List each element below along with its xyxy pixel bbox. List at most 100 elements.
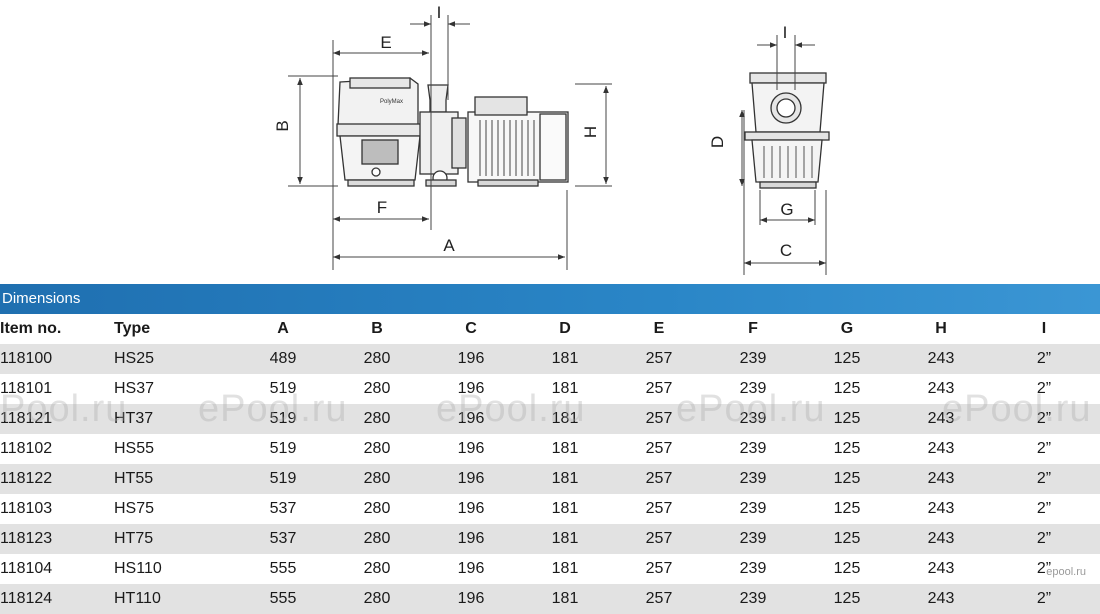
dim-label-f: F bbox=[377, 198, 387, 217]
table-cell: 243 bbox=[894, 494, 988, 524]
table-cell: HS25 bbox=[108, 344, 236, 374]
table-cell: 196 bbox=[424, 434, 518, 464]
column-header-i: I bbox=[988, 314, 1100, 344]
table-cell: 2” bbox=[988, 464, 1100, 494]
corner-logo: epool.ru bbox=[1046, 566, 1086, 578]
table-cell: 280 bbox=[330, 404, 424, 434]
table-cell: 239 bbox=[706, 404, 800, 434]
table-cell: 181 bbox=[518, 404, 612, 434]
table-cell: 125 bbox=[800, 524, 894, 554]
table-cell: 181 bbox=[518, 494, 612, 524]
table-cell: 280 bbox=[330, 584, 424, 614]
dim-label-a: A bbox=[443, 236, 455, 255]
table-cell: 280 bbox=[330, 434, 424, 464]
table-cell: 125 bbox=[800, 404, 894, 434]
table-cell: 181 bbox=[518, 374, 612, 404]
column-header-type: Type bbox=[108, 314, 236, 344]
table-cell: 243 bbox=[894, 524, 988, 554]
column-header-a: A bbox=[236, 314, 330, 344]
table-cell: 181 bbox=[518, 584, 612, 614]
table-cell: HT55 bbox=[108, 464, 236, 494]
column-header-f: F bbox=[706, 314, 800, 344]
column-header-item-no: Item no. bbox=[0, 314, 108, 344]
table-cell: 118101 bbox=[0, 374, 108, 404]
table-cell: 519 bbox=[236, 374, 330, 404]
table-cell: 181 bbox=[518, 524, 612, 554]
table-cell: 125 bbox=[800, 344, 894, 374]
table-cell: 555 bbox=[236, 554, 330, 584]
front-dimension-lines bbox=[739, 35, 827, 275]
table-cell: 181 bbox=[518, 554, 612, 584]
table-cell: 2” bbox=[988, 374, 1100, 404]
table-cell: 125 bbox=[800, 584, 894, 614]
dim-label-c: C bbox=[780, 241, 792, 260]
table-cell: 257 bbox=[612, 584, 706, 614]
table-cell: 196 bbox=[424, 464, 518, 494]
table-cell: 118100 bbox=[0, 344, 108, 374]
table-cell: 280 bbox=[330, 374, 424, 404]
table-cell: 280 bbox=[330, 524, 424, 554]
table-cell: HT37 bbox=[108, 404, 236, 434]
table-cell: 196 bbox=[424, 374, 518, 404]
table-cell: 257 bbox=[612, 494, 706, 524]
table-cell: 257 bbox=[612, 374, 706, 404]
table-cell: 555 bbox=[236, 584, 330, 614]
table-cell: 196 bbox=[424, 344, 518, 374]
dim-label-d: D bbox=[708, 136, 727, 148]
table-cell: 118122 bbox=[0, 464, 108, 494]
pump-front-view bbox=[744, 72, 830, 189]
table-cell: HS37 bbox=[108, 374, 236, 404]
table-cell: 239 bbox=[706, 464, 800, 494]
table-cell: 489 bbox=[236, 344, 330, 374]
table-cell: HT75 bbox=[108, 524, 236, 554]
dim-label-b: B bbox=[273, 120, 292, 131]
table-cell: 125 bbox=[800, 464, 894, 494]
table-cell: 257 bbox=[612, 434, 706, 464]
pump-side-view bbox=[336, 77, 569, 187]
table-cell: 239 bbox=[706, 344, 800, 374]
dim-label-i-side: I bbox=[437, 3, 442, 22]
table-cell: 243 bbox=[894, 344, 988, 374]
column-header-g: G bbox=[800, 314, 894, 344]
table-cell: 196 bbox=[424, 554, 518, 584]
table-cell: 280 bbox=[330, 464, 424, 494]
table-cell: 239 bbox=[706, 434, 800, 464]
table-cell: 125 bbox=[800, 374, 894, 404]
column-header-b: B bbox=[330, 314, 424, 344]
table-cell: 125 bbox=[800, 554, 894, 584]
table-cell: 257 bbox=[612, 464, 706, 494]
table-cell: HS55 bbox=[108, 434, 236, 464]
table-cell: 257 bbox=[612, 554, 706, 584]
table-cell: HT110 bbox=[108, 584, 236, 614]
column-header-c: C bbox=[424, 314, 518, 344]
table-cell: 181 bbox=[518, 464, 612, 494]
dim-label-g: G bbox=[780, 200, 793, 219]
table-cell: 239 bbox=[706, 494, 800, 524]
table-cell: 196 bbox=[424, 494, 518, 524]
dim-label-i-front: I bbox=[783, 23, 788, 42]
table-cell: 519 bbox=[236, 464, 330, 494]
table-cell: 243 bbox=[894, 554, 988, 584]
table-cell: 181 bbox=[518, 434, 612, 464]
dim-label-e: E bbox=[380, 33, 391, 52]
table-cell: HS75 bbox=[108, 494, 236, 524]
technical-drawing: PolyMax A F E I B H bbox=[0, 0, 1100, 285]
table-cell: 519 bbox=[236, 434, 330, 464]
table-cell: 243 bbox=[894, 404, 988, 434]
table-cell: 196 bbox=[424, 584, 518, 614]
table-cell: 2” bbox=[988, 494, 1100, 524]
table-cell: 181 bbox=[518, 344, 612, 374]
table-cell: HS110 bbox=[108, 554, 236, 584]
column-header-e: E bbox=[612, 314, 706, 344]
table-cell: 118124 bbox=[0, 584, 108, 614]
table-cell: 2” bbox=[988, 344, 1100, 374]
table-cell: 2” bbox=[988, 434, 1100, 464]
table-cell: 537 bbox=[236, 494, 330, 524]
table-cell: 280 bbox=[330, 554, 424, 584]
